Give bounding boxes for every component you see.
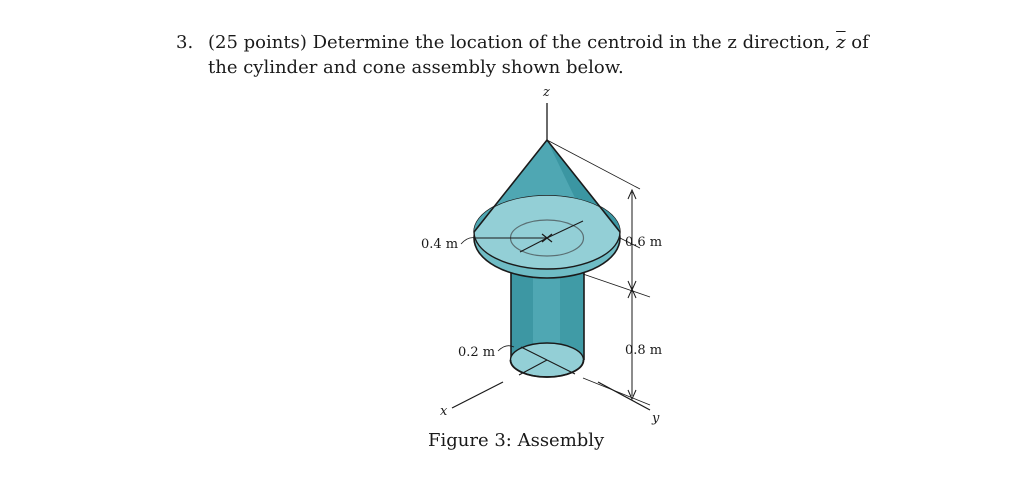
- cylinder-bottom-x-ray: [518, 359, 548, 376]
- cylinder-radius-label: 0.2 m: [458, 345, 495, 360]
- dim-ext-base: [619, 237, 641, 249]
- z-bar-symbol: z: [836, 32, 846, 53]
- problem-number: 3.: [176, 32, 194, 53]
- x-axis-line: [451, 381, 504, 409]
- cone-lateral-surface: [474, 140, 620, 232]
- cone-height-label: 0.6 m: [625, 235, 662, 250]
- cone-radius-label: 0.4 m: [421, 237, 458, 252]
- y-axis-line: [597, 381, 651, 411]
- cylinder-bottom-radius-line: [520, 346, 548, 361]
- dim-ext-apex: [546, 139, 641, 190]
- cylinder-bottom-front-rim: [509, 359, 585, 378]
- problem-text: (25 points) Determine the location of th…: [208, 30, 898, 80]
- dim-arrow-top: [627, 188, 637, 200]
- cylinder-bottom-y-ray: [546, 359, 576, 375]
- x-axis-label: x: [440, 404, 448, 419]
- leader-cyl-radius: [497, 345, 515, 352]
- z-axis-label: z: [542, 85, 550, 100]
- dim-arrow-mid: [627, 280, 637, 299]
- y-axis-label: y: [651, 411, 660, 426]
- figure-caption: Figure 3: Assembly: [428, 430, 605, 451]
- dim-ext-mid: [582, 273, 651, 298]
- cone-center-y-ray: [546, 220, 584, 239]
- problem-text-after: of the cylinder and cone assembly shown …: [208, 32, 869, 78]
- cone-center-x-ray: [519, 237, 548, 253]
- dim-arrow-bottom: [627, 389, 637, 401]
- problem-text-before: (25 points) Determine the location of th…: [208, 32, 837, 53]
- leader-cone-radius: [460, 237, 477, 245]
- cylinder-height-label: 0.8 m: [625, 343, 662, 358]
